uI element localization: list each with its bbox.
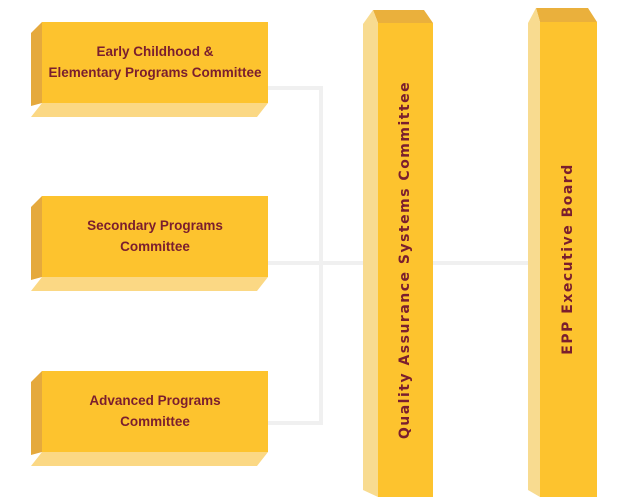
node-advanced-programs-label: Advanced Programs Committee [89, 392, 221, 429]
bar-front-face [378, 23, 433, 497]
bar-top-face [373, 10, 433, 23]
node-secondary-programs-label: Secondary Programs Committee [87, 217, 223, 254]
node-advanced-programs: Advanced Programs Committee [31, 371, 268, 466]
bar-left-face [528, 8, 540, 497]
box-left-face [31, 196, 42, 280]
node-early-childhood-elementary-label: Early Childhood & Elementary Programs Co… [48, 43, 262, 80]
bar-front-face [540, 22, 597, 497]
connector-line-bottom [268, 421, 323, 425]
node-early-childhood-elementary: Early Childhood & Elementary Programs Co… [31, 22, 268, 117]
box-3d-shape [31, 196, 268, 291]
box-3d-shape [31, 371, 268, 466]
connector-line-top [268, 86, 323, 90]
bar-top-face [536, 8, 597, 22]
box-left-face [31, 22, 42, 106]
node-quality-assurance: Quality Assurance Systems Committee [363, 10, 433, 497]
box-bottom-face [31, 452, 268, 466]
box-front-face [42, 371, 268, 452]
box-front-face [42, 22, 268, 103]
node-quality-assurance-label: Quality Assurance Systems Committee [397, 80, 413, 440]
bar-3d-shape [363, 10, 433, 497]
bar-left-face [363, 10, 378, 497]
connector-line-middle-right [433, 261, 530, 265]
box-left-face [31, 371, 42, 455]
box-bottom-face [31, 277, 268, 291]
node-epp-executive-board-label: EPP Executive Board [560, 163, 576, 355]
node-epp-executive-board: EPP Executive Board [528, 8, 597, 497]
box-front-face [42, 196, 268, 277]
box-3d-shape [31, 22, 268, 117]
node-secondary-programs: Secondary Programs Committee [31, 196, 268, 291]
bar-3d-shape [528, 8, 597, 497]
box-bottom-face [31, 103, 268, 117]
connector-line-middle-left [268, 261, 372, 265]
connector-line-vertical [319, 86, 323, 425]
